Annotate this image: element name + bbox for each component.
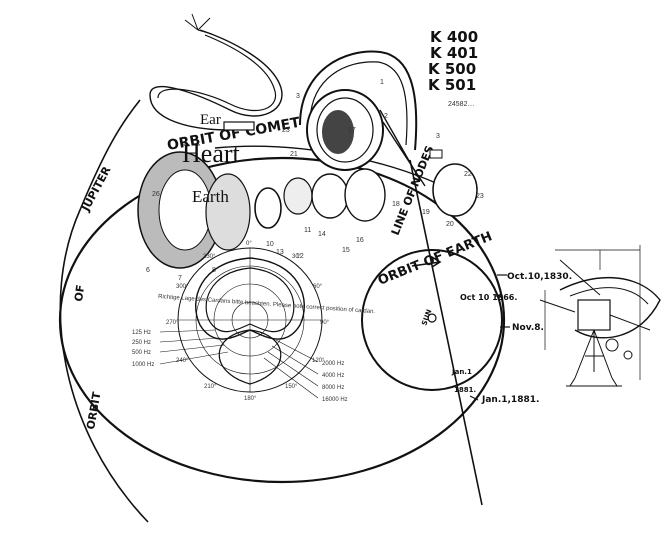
polar-angle-210: 210° <box>204 384 217 390</box>
overlay-heart: Heart <box>182 139 241 168</box>
polar-angle-60: 60° <box>313 284 323 290</box>
headphone-cable-2 <box>157 34 277 112</box>
cable-wires <box>184 13 213 35</box>
headband-inner <box>309 61 408 146</box>
date-oct-1866: Oct 10 1866. <box>460 293 517 302</box>
polar-angle-120: 120° <box>312 358 325 364</box>
part-num-23b: 23 <box>476 193 484 200</box>
legend-2000: 2000 Hz <box>322 361 344 367</box>
part-num-16: 16 <box>356 237 364 244</box>
model-k500: K 500 <box>428 60 476 78</box>
model-k401: K 401 <box>430 44 478 62</box>
back-cover <box>432 163 478 217</box>
part-num-22: 22 <box>464 171 472 178</box>
ear-cushion-inner <box>158 169 212 251</box>
polar-angle-90: 90° <box>320 320 330 326</box>
polar-angle-180: 180° <box>244 396 257 402</box>
polar-angle-330: 330° <box>203 254 216 260</box>
legend-4000: 4000 Hz <box>322 373 344 379</box>
date-oct-1830: Oct.10,1830. <box>507 272 572 282</box>
part-num-23a: 23 <box>282 127 290 134</box>
label-sun: SUN <box>420 308 433 326</box>
part-num-26: 26 <box>152 191 160 198</box>
part-num-7: 7 <box>178 275 182 282</box>
catalog-code: 24582… <box>448 101 474 108</box>
polar-angle-270: 270° <box>166 320 179 326</box>
polar-angle-0: 0° <box>246 241 252 247</box>
polar-angle-240: 240° <box>176 358 189 364</box>
jupiter-orbit-arc <box>59 99 149 523</box>
polar-angle-300: 300° <box>176 284 189 290</box>
part-num-3a: 3 <box>296 93 300 100</box>
legend-125: 125 Hz <box>132 330 151 336</box>
part-num-12: 12 <box>296 253 304 260</box>
mechanical-drawing <box>539 245 661 387</box>
overlay-ear: Ear <box>200 112 221 128</box>
earth-orbit-arrow <box>411 256 442 268</box>
legend-500: 500 Hz <box>132 350 151 356</box>
ring-part <box>254 187 282 229</box>
housing-part <box>311 173 349 219</box>
earth-orbit-circle <box>361 249 503 391</box>
part-num-13: 13 <box>276 249 284 256</box>
date-jan-1: Jan.1 <box>451 368 472 376</box>
part-num-17: 17 <box>348 127 356 134</box>
line-of-nodes <box>409 159 483 506</box>
model-k501: K 501 <box>428 76 476 94</box>
overlay-earth: Earth <box>192 187 229 206</box>
sun-dot <box>427 313 437 323</box>
label-line-of-nodes: LINE OF NODES <box>389 144 437 237</box>
legend-16000: 16000 Hz <box>322 397 348 403</box>
part-num-2: 2 <box>384 113 388 120</box>
part-num-20: 20 <box>446 221 454 228</box>
small-part <box>429 149 443 159</box>
label-of: OF <box>72 284 87 303</box>
part-num-3b: 3 <box>436 133 440 140</box>
part-num-6: 6 <box>146 267 150 274</box>
date-nov-8: Nov.8. <box>512 323 544 333</box>
part-num-21: 21 <box>290 151 298 158</box>
earcup-rim <box>316 97 374 163</box>
part-num-19: 19 <box>422 209 430 216</box>
part-num-11: 11 <box>304 227 311 234</box>
part-num-1: 1 <box>380 79 384 86</box>
legend-1000: 1000 Hz <box>132 362 154 368</box>
part-num-15: 15 <box>342 247 350 254</box>
headband <box>299 50 418 151</box>
headphone-cable <box>149 29 283 131</box>
driver-plate <box>205 173 251 251</box>
earcup-arm <box>379 109 426 187</box>
cardan-note: Richtige Lage des Cardans bitte beachten… <box>158 294 376 315</box>
part-num-10: 10 <box>266 241 274 248</box>
polar-diagram <box>159 247 323 399</box>
date-1881: 1881. <box>454 386 476 394</box>
date-tick-4 <box>469 395 479 401</box>
legend-8000: 8000 Hz <box>322 385 344 391</box>
legend-250: 250 Hz <box>132 340 151 346</box>
part-num-14: 14 <box>318 231 326 238</box>
polar-angle-30: 30° <box>292 254 302 260</box>
part-num-18: 18 <box>392 201 400 208</box>
polar-leader-lines <box>159 329 319 399</box>
capsule-part <box>283 177 313 215</box>
date-jan-1881: Jan.1,1881. <box>481 395 539 405</box>
cover-part <box>344 168 386 222</box>
model-k400: K 400 <box>430 28 478 46</box>
polar-curve-2 <box>205 267 295 333</box>
polar-curve-3 <box>218 329 282 385</box>
jack-plug <box>223 121 255 131</box>
polar-angle-150: 150° <box>285 384 298 390</box>
earcup-pad <box>322 110 354 154</box>
